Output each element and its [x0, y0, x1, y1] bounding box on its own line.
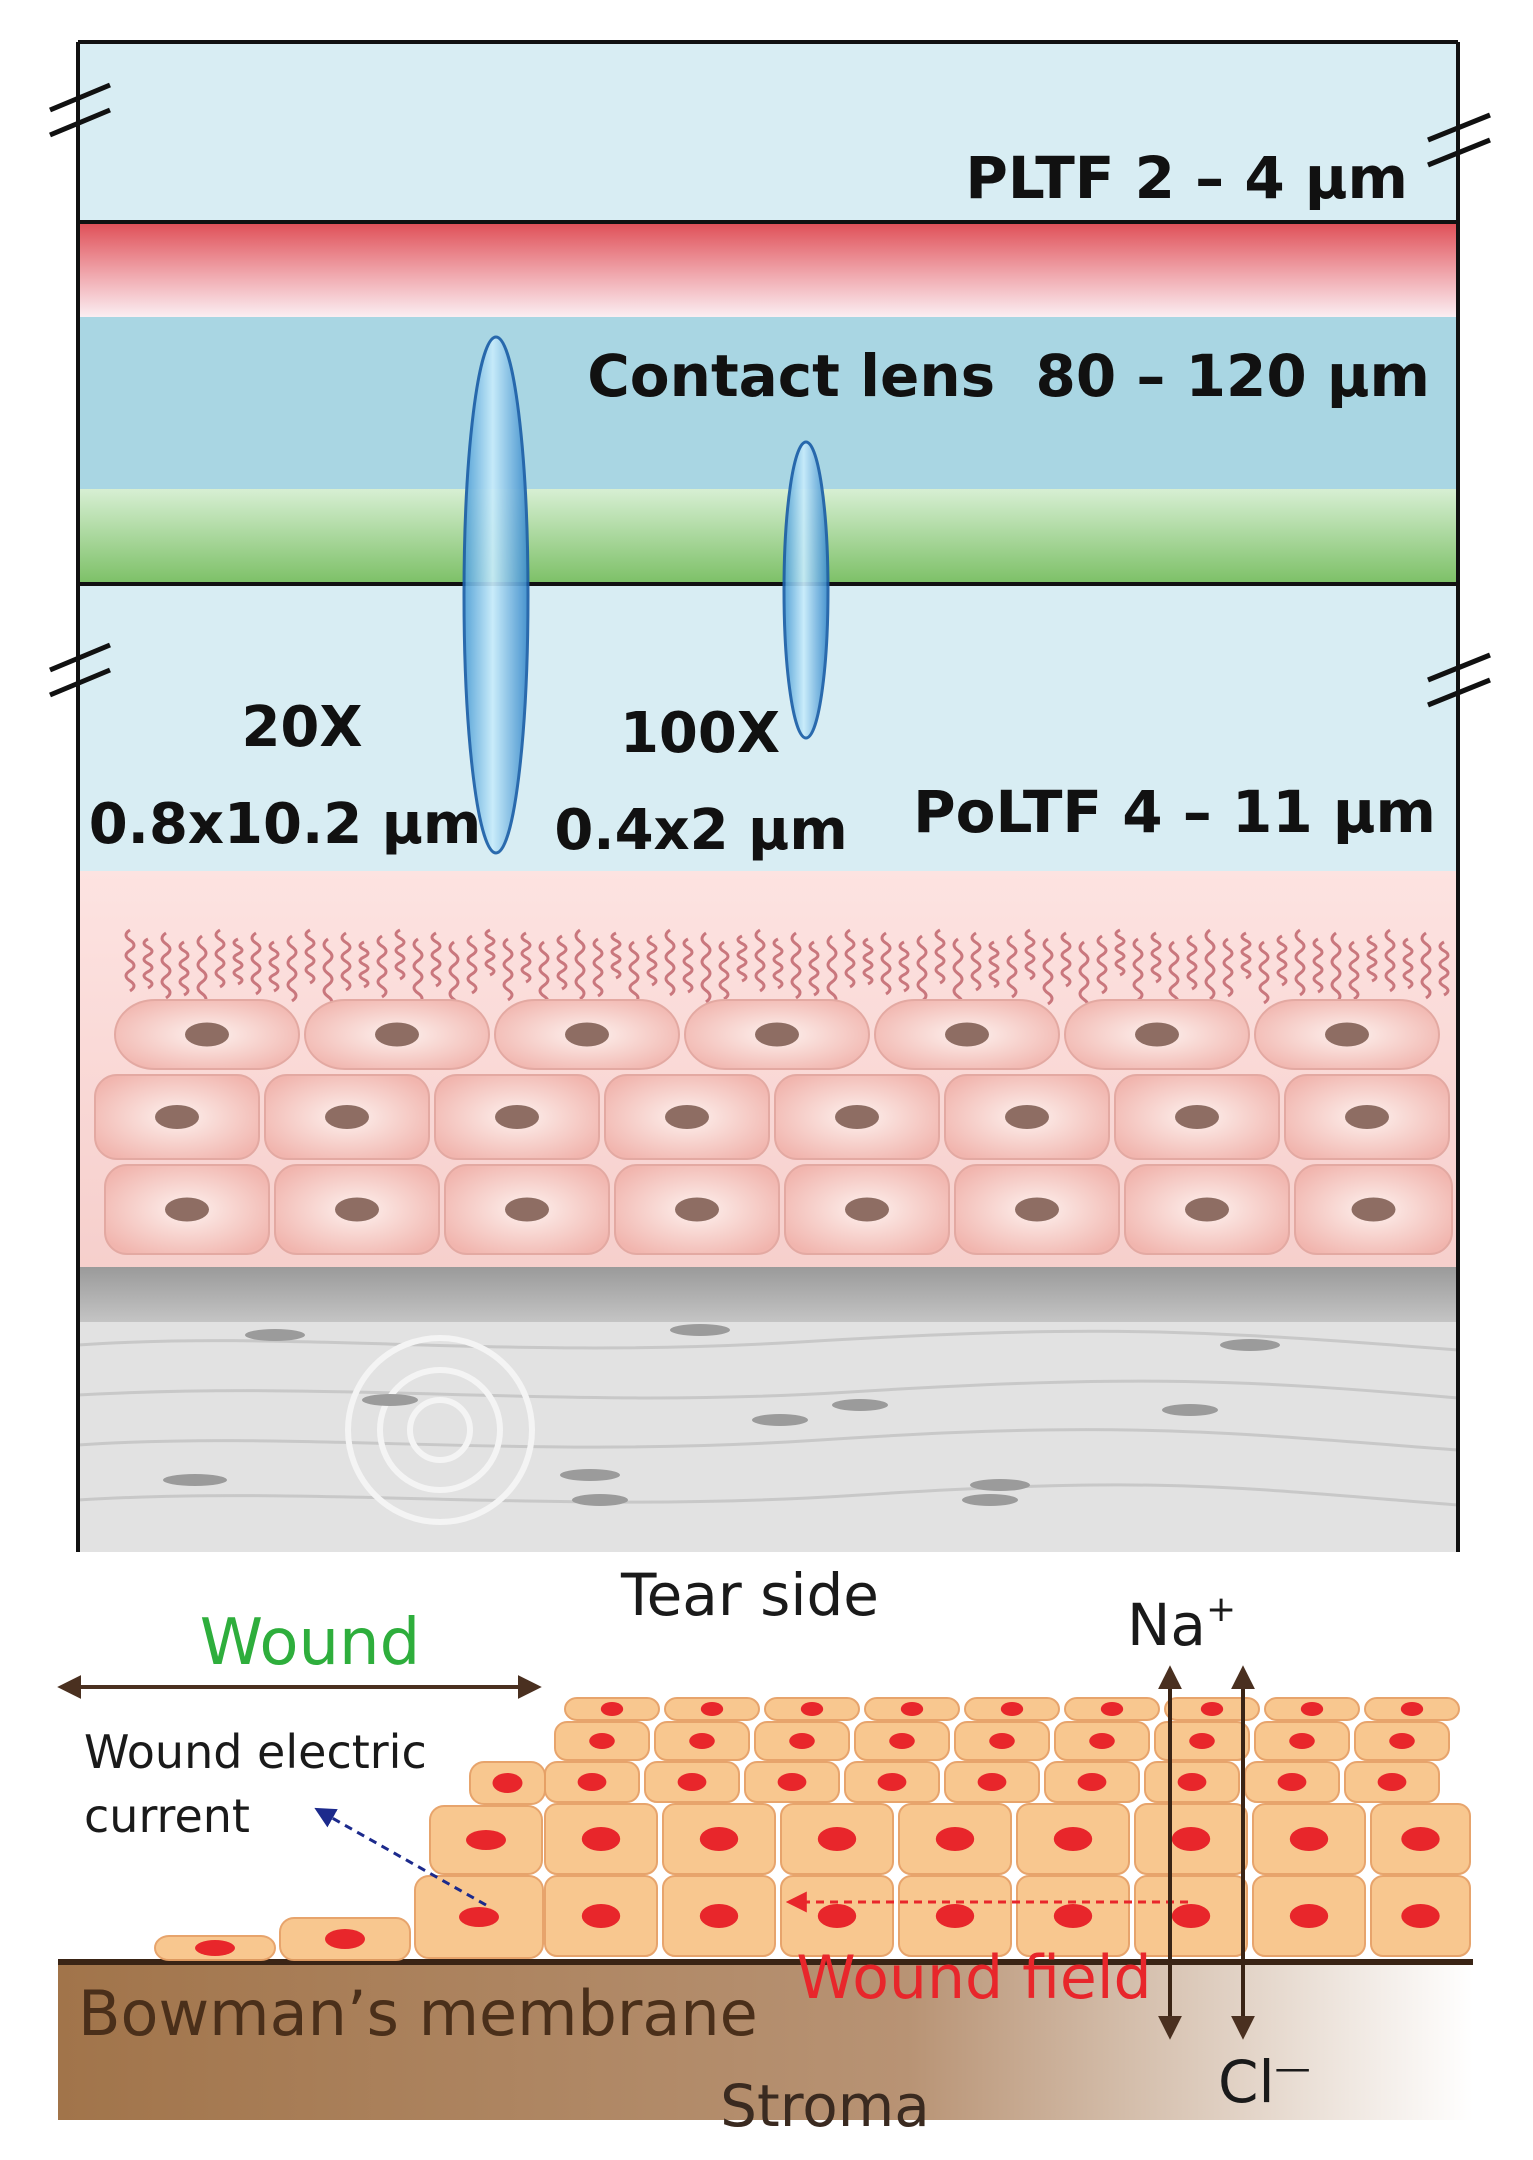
lens-front-band: [78, 222, 1458, 317]
cl-ion-charge: —: [1275, 2048, 1311, 2089]
tear-side-label: Tear side: [620, 1561, 879, 1629]
bowman-membrane-label: Bowman’s membrane: [78, 1977, 758, 2050]
wound-field-label: Wound field: [796, 1943, 1151, 2013]
wound-current-label-line1: Wound electric: [84, 1725, 427, 1779]
wound-current-arrow: [314, 1807, 487, 1907]
axis-break-marks: [49, 82, 1491, 708]
cl-ion-symbol: Cl: [1218, 2048, 1275, 2116]
wound-epithelial-cells: [154, 1697, 1471, 1961]
cl-ion-label: Cl—: [1218, 2048, 1311, 2116]
epithelial-cells: [94, 999, 1453, 1255]
stroma-label: Stroma: [720, 2072, 930, 2140]
corneal-epithelium: [78, 871, 1458, 1267]
bottom-panel: Wound Wound electric current Wound field…: [57, 1561, 1473, 2140]
focal-volume-20x: [462, 335, 530, 855]
na-ion-label: Na+: [1127, 1589, 1236, 1659]
poltf-layer: [78, 586, 1458, 871]
contact-lens-layer: [78, 317, 1458, 489]
pltf-layer: [78, 42, 1458, 222]
na-ion-charge: +: [1206, 1589, 1236, 1630]
na-ion-symbol: Na: [1127, 1591, 1206, 1659]
corneal-stroma: [77, 1267, 1459, 1552]
lens-back-band: [78, 489, 1458, 584]
focal-volume-100x: [782, 440, 830, 740]
obj-100x-size-label: 0.4x2 μm: [554, 798, 847, 863]
top-panel: PLTF 2 – 4 μm Contact lens 80 – 120 μm 2…: [49, 40, 1491, 1552]
contact-lens-label: Contact lens 80 – 120 μm: [587, 342, 1430, 410]
wound-label: Wound: [200, 1606, 420, 1680]
pltf-label: PLTF 2 – 4 μm: [965, 144, 1408, 212]
obj-20x-size-label: 0.8x10.2 μm: [89, 792, 482, 857]
obj-100x-mag-label: 100X: [620, 701, 780, 766]
microvilli: [124, 928, 1450, 1013]
wound-current-label-line2: current: [84, 1789, 250, 1843]
poltf-label: PoLTF 4 – 11 μm: [913, 778, 1436, 846]
obj-20x-mag-label: 20X: [241, 695, 362, 760]
